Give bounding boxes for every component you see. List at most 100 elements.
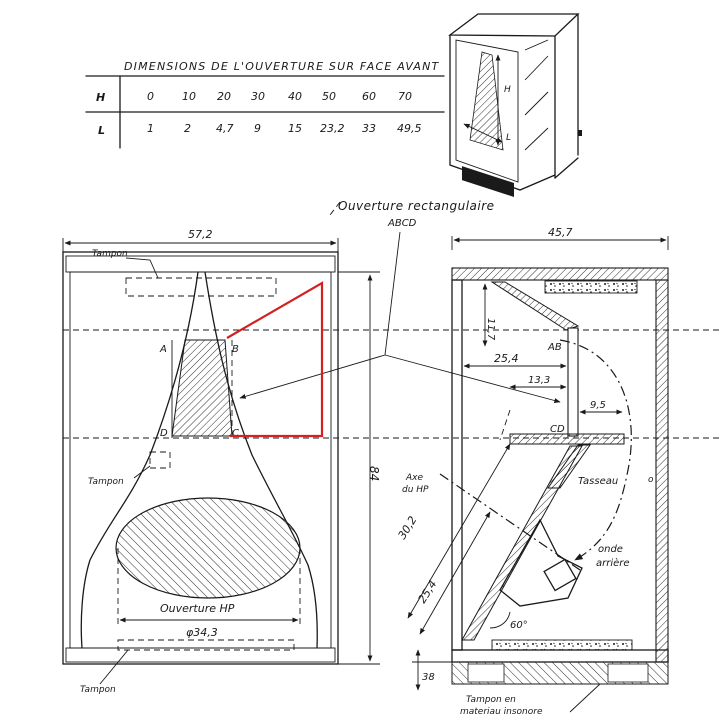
side-speaker-magnet [543,558,577,592]
side-vertical-baffle [567,327,579,437]
side-shelf [509,433,625,445]
side-width-dim: 45,7 [548,226,573,239]
side-axe-line1: Axe [405,473,423,483]
side-dim-11-7: 11,7 [485,318,496,341]
side-top-panel [451,267,669,281]
red-highlight-outline [226,281,324,438]
front-height-dim: 84 [367,466,381,481]
table-cell: 70 [398,90,412,103]
table-cell: 4,7 [216,122,234,135]
table-cell: 0 [147,90,154,103]
side-onde-line2: arrière [596,557,630,569]
point-a-label: A [159,344,167,355]
side-plinth-gap-right [607,663,649,683]
front-tampon-mid-label: Tampon [88,477,124,487]
perspective-l-label: L [506,133,511,143]
side-cd-label: CD [550,424,565,435]
side-angle-label: 60° [510,620,528,631]
front-tampon-mid-block [149,451,171,469]
side-tampon-line1: Tampon en [466,695,516,705]
cabinet-foot [578,130,582,136]
side-view: 45,7 11,7 25,4 13,3 9,5 AB CD onde arriè… [396,226,669,717]
side-ab-label: AB [547,342,562,353]
front-tampon-top-label: Tampon [92,249,128,259]
front-speaker-diameter: φ34,3 [186,626,218,639]
table-row-label-h: H [96,91,105,104]
table-cell: 15 [288,122,302,135]
side-dim-25-4: 25,4 [494,352,519,365]
front-bottom-panel [65,647,336,663]
callout-line2: ABCD [387,218,417,229]
front-tampon-mid-leader [133,465,151,479]
side-dim-25-4b: 25,4 [416,578,440,606]
front-speaker-opening [115,497,301,599]
side-slanted-baffle [461,445,583,641]
side-onde-line1: onde [598,544,623,555]
side-tasseau-label: Tasseau [578,476,618,487]
cabinet-bottom-edge [554,157,579,179]
front-speaker-label: Ouverture HP [160,602,235,615]
perspective-view: H L [448,13,582,198]
side-back-wall [655,279,669,663]
side-angle-arc [489,611,511,629]
side-axe-line2: du HP [402,485,429,495]
callout-arrow-side [384,354,561,403]
side-dim-9-5: 9,5 [590,400,606,411]
side-tampon-bottom [491,639,633,651]
table-cell: 10 [182,90,196,103]
front-opening-abcd [171,339,233,437]
side-back-wave-curve [559,339,632,561]
side-dim-13-3: 13,3 [528,375,550,386]
front-tampon-top-block [125,277,277,297]
side-bottom-panel [451,649,669,663]
table-cell: 49,5 [397,122,422,135]
point-d-label: D [160,428,168,439]
callout-tick [329,201,341,216]
side-back-mark: o [648,475,654,485]
side-dim-25-4b-line [419,511,491,635]
table-cell: 33 [362,122,376,135]
table-cell: 40 [288,90,302,103]
front-view: 57,2 Tampon A B C D Tampon Ou [62,228,720,695]
front-tampon-bottom-block [117,639,295,651]
side-tampon-top [544,280,638,294]
callout-leader [384,231,401,356]
table-cell: 23,2 [320,122,345,135]
cabinet-side-shading [524,39,549,151]
point-b-label: B [232,344,239,355]
side-tampon-leader [569,683,601,713]
table-cell: 9 [254,122,261,135]
table-cell: 1 [147,122,154,135]
side-front-wall [451,279,463,651]
callout-line1: Ouverture rectangulaire [338,199,495,213]
front-tampon-bottom-label: Tampon [80,685,116,695]
cabinet-base [462,166,514,198]
table-cell: 2 [184,122,191,135]
side-opening-dash [499,409,511,441]
table-row-h: 0 10 20 30 40 50 60 70 [147,90,412,103]
table-cell: 30 [251,90,265,103]
table-row-label-l: L [98,124,105,137]
table-title: DIMENSIONS DE L'OUVERTURE SUR FACE AVANT [124,60,440,73]
side-dim-30-2: 30,2 [396,514,420,542]
callout-arrow-front [239,354,386,399]
table-cell: 20 [217,90,231,103]
table-cell: 50 [322,90,336,103]
perspective-l-arrow [463,123,503,143]
side-horn-upper-board [490,281,580,331]
point-c-label: C [232,428,239,439]
callout-ouverture: Ouverture rectangulaire ABCD [239,199,561,403]
side-dim-38: 38 [422,672,435,683]
table-row-l: 1 2 4,7 9 15 23,2 33 49,5 [147,122,422,135]
table-cell: 60 [362,90,376,103]
side-speaker-driver [499,518,583,607]
cabinet-front-outline [449,34,556,191]
front-tampon-top-leader [125,257,159,279]
cabinet-front-panel [455,39,519,183]
side-plinth-gap-left [467,663,505,683]
side-tampon-line2: materiau insonore [460,707,543,717]
front-cabinet-outline [62,251,339,665]
front-width-dim: 57,2 [188,228,213,241]
perspective-h-label: H [504,85,511,95]
